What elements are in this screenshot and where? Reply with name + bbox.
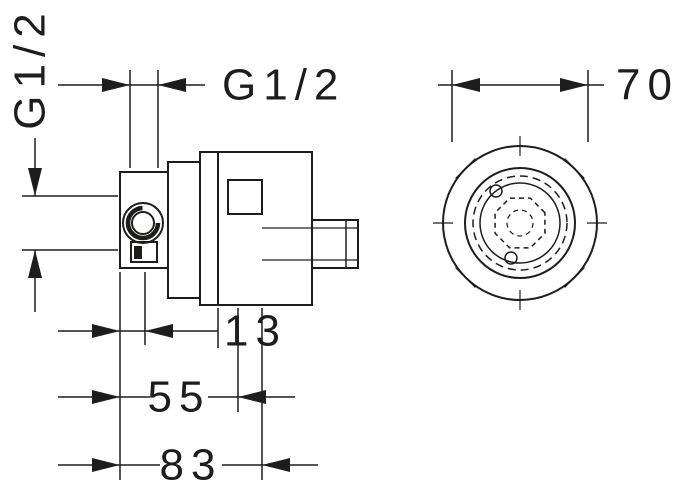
chamfer-sw — [455, 266, 477, 288]
arrow-left-icon — [238, 390, 266, 404]
arrow-right-icon — [560, 78, 588, 92]
cartridge-octagon — [494, 197, 546, 249]
arrow-down-icon — [28, 168, 42, 196]
sleeve-circle — [479, 182, 561, 264]
dim-83-label: 83 — [160, 441, 223, 490]
arrow-right-icon — [92, 390, 120, 404]
dim-13-label: 13 — [224, 307, 287, 356]
escutcheon-circle — [464, 167, 576, 279]
arrow-right-icon — [102, 78, 130, 92]
port-fitting-detail — [134, 246, 142, 259]
top-thread-label: G1/2 — [222, 61, 345, 110]
chamfer-se — [563, 266, 585, 288]
port-fitting — [130, 241, 158, 263]
arrow-left-icon — [262, 458, 290, 472]
arrow-left-icon — [158, 78, 186, 92]
front-view — [433, 136, 607, 310]
dimension-top-thread: G1/2 — [58, 61, 345, 168]
dimension-diameter-70: 70 — [438, 61, 679, 142]
chamfer-nw — [455, 158, 477, 180]
dimension-83: 83 — [58, 308, 318, 490]
dimension-55: 55 — [58, 308, 295, 422]
spindle-circle — [506, 209, 534, 237]
dim-55-label: 55 — [148, 373, 211, 422]
body-window — [227, 179, 263, 215]
side-view — [119, 151, 359, 306]
body-flange — [167, 161, 201, 299]
diameter-70-label: 70 — [616, 61, 679, 110]
side-thread-label: G1/2 — [6, 6, 55, 129]
dimension-side-thread: G1/2 — [6, 6, 118, 312]
arrow-left-icon — [145, 324, 173, 338]
screw-top-left — [489, 184, 503, 198]
arrow-left-icon — [452, 78, 480, 92]
dimension-13: 13 — [58, 272, 287, 480]
chamfer-ne — [563, 158, 585, 180]
arrow-right-icon — [92, 458, 120, 472]
outlet-pipe — [311, 219, 359, 269]
screw-bottom — [504, 251, 518, 265]
side-port-ring — [125, 205, 161, 241]
hidden-circle — [472, 175, 568, 271]
side-port-inner — [131, 211, 155, 235]
arrow-right-icon — [92, 324, 120, 338]
